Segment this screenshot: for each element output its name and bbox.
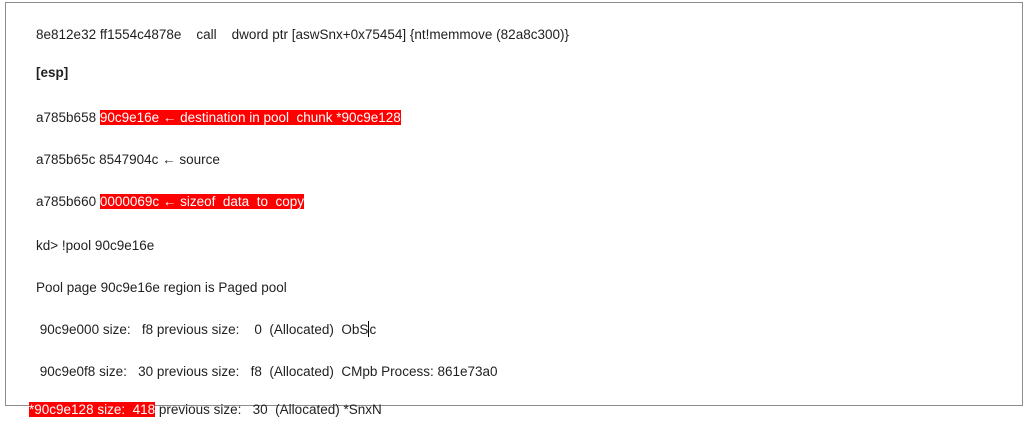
pool-entry-1: 90c9e000 size: f8 previous size: 0 (Allo… <box>21 303 376 357</box>
kd-pool-command-line: kd> !pool 90c9e16e <box>21 219 154 273</box>
destination-address: a785b658 <box>36 110 100 125</box>
pool-entry-3: *90c9e128 size: 418 previous size: 30 (A… <box>14 383 382 437</box>
disasm-call-line: 8e812e32 ff1554c4878e call dword ptr [as… <box>21 8 569 62</box>
esp-label: [esp] <box>36 65 69 80</box>
text-cursor <box>368 321 370 337</box>
source-text: a785b65c 8547904c ← source <box>36 152 220 167</box>
kd-pool-command: kd> !pool 90c9e16e <box>36 238 155 253</box>
size-line: a785b660 0000069c ← sizeof data to copy <box>21 175 304 229</box>
pool-entry-3-rest: previous size: 30 (Allocated) *SnxN <box>155 402 382 417</box>
disasm-call-text: 8e812e32 ff1554c4878e call dword ptr [as… <box>36 27 569 42</box>
pool-entry-1-text: 90c9e000 size: f8 previous size: 0 (Allo… <box>36 322 369 337</box>
esp-label-line: [esp] <box>21 46 68 100</box>
size-highlight: 0000069c ← sizeof data to copy <box>99 194 304 209</box>
pool-page-text: Pool page 90c9e16e region is Paged pool <box>36 280 287 295</box>
pool-entry-3-highlight: *90c9e128 size: 418 <box>29 402 156 417</box>
pool-entry-1-tail: c <box>369 322 377 337</box>
source-line: a785b65c 8547904c ← source <box>21 133 220 187</box>
document-frame: 8e812e32 ff1554c4878e call dword ptr [as… <box>5 2 1023 417</box>
destination-line: a785b658 90c9e16e ← destination in pool … <box>21 91 401 145</box>
destination-highlight: 90c9e16e ← destination in pool chunk *90… <box>99 110 401 125</box>
pool-page-line: Pool page 90c9e16e region is Paged pool <box>21 261 287 315</box>
size-address: a785b660 <box>36 194 100 209</box>
pool-entry-2: 90c9e0f8 size: 30 previous size: f8 (All… <box>21 345 498 399</box>
pool-entry-2-text: 90c9e0f8 size: 30 previous size: f8 (All… <box>36 364 498 379</box>
